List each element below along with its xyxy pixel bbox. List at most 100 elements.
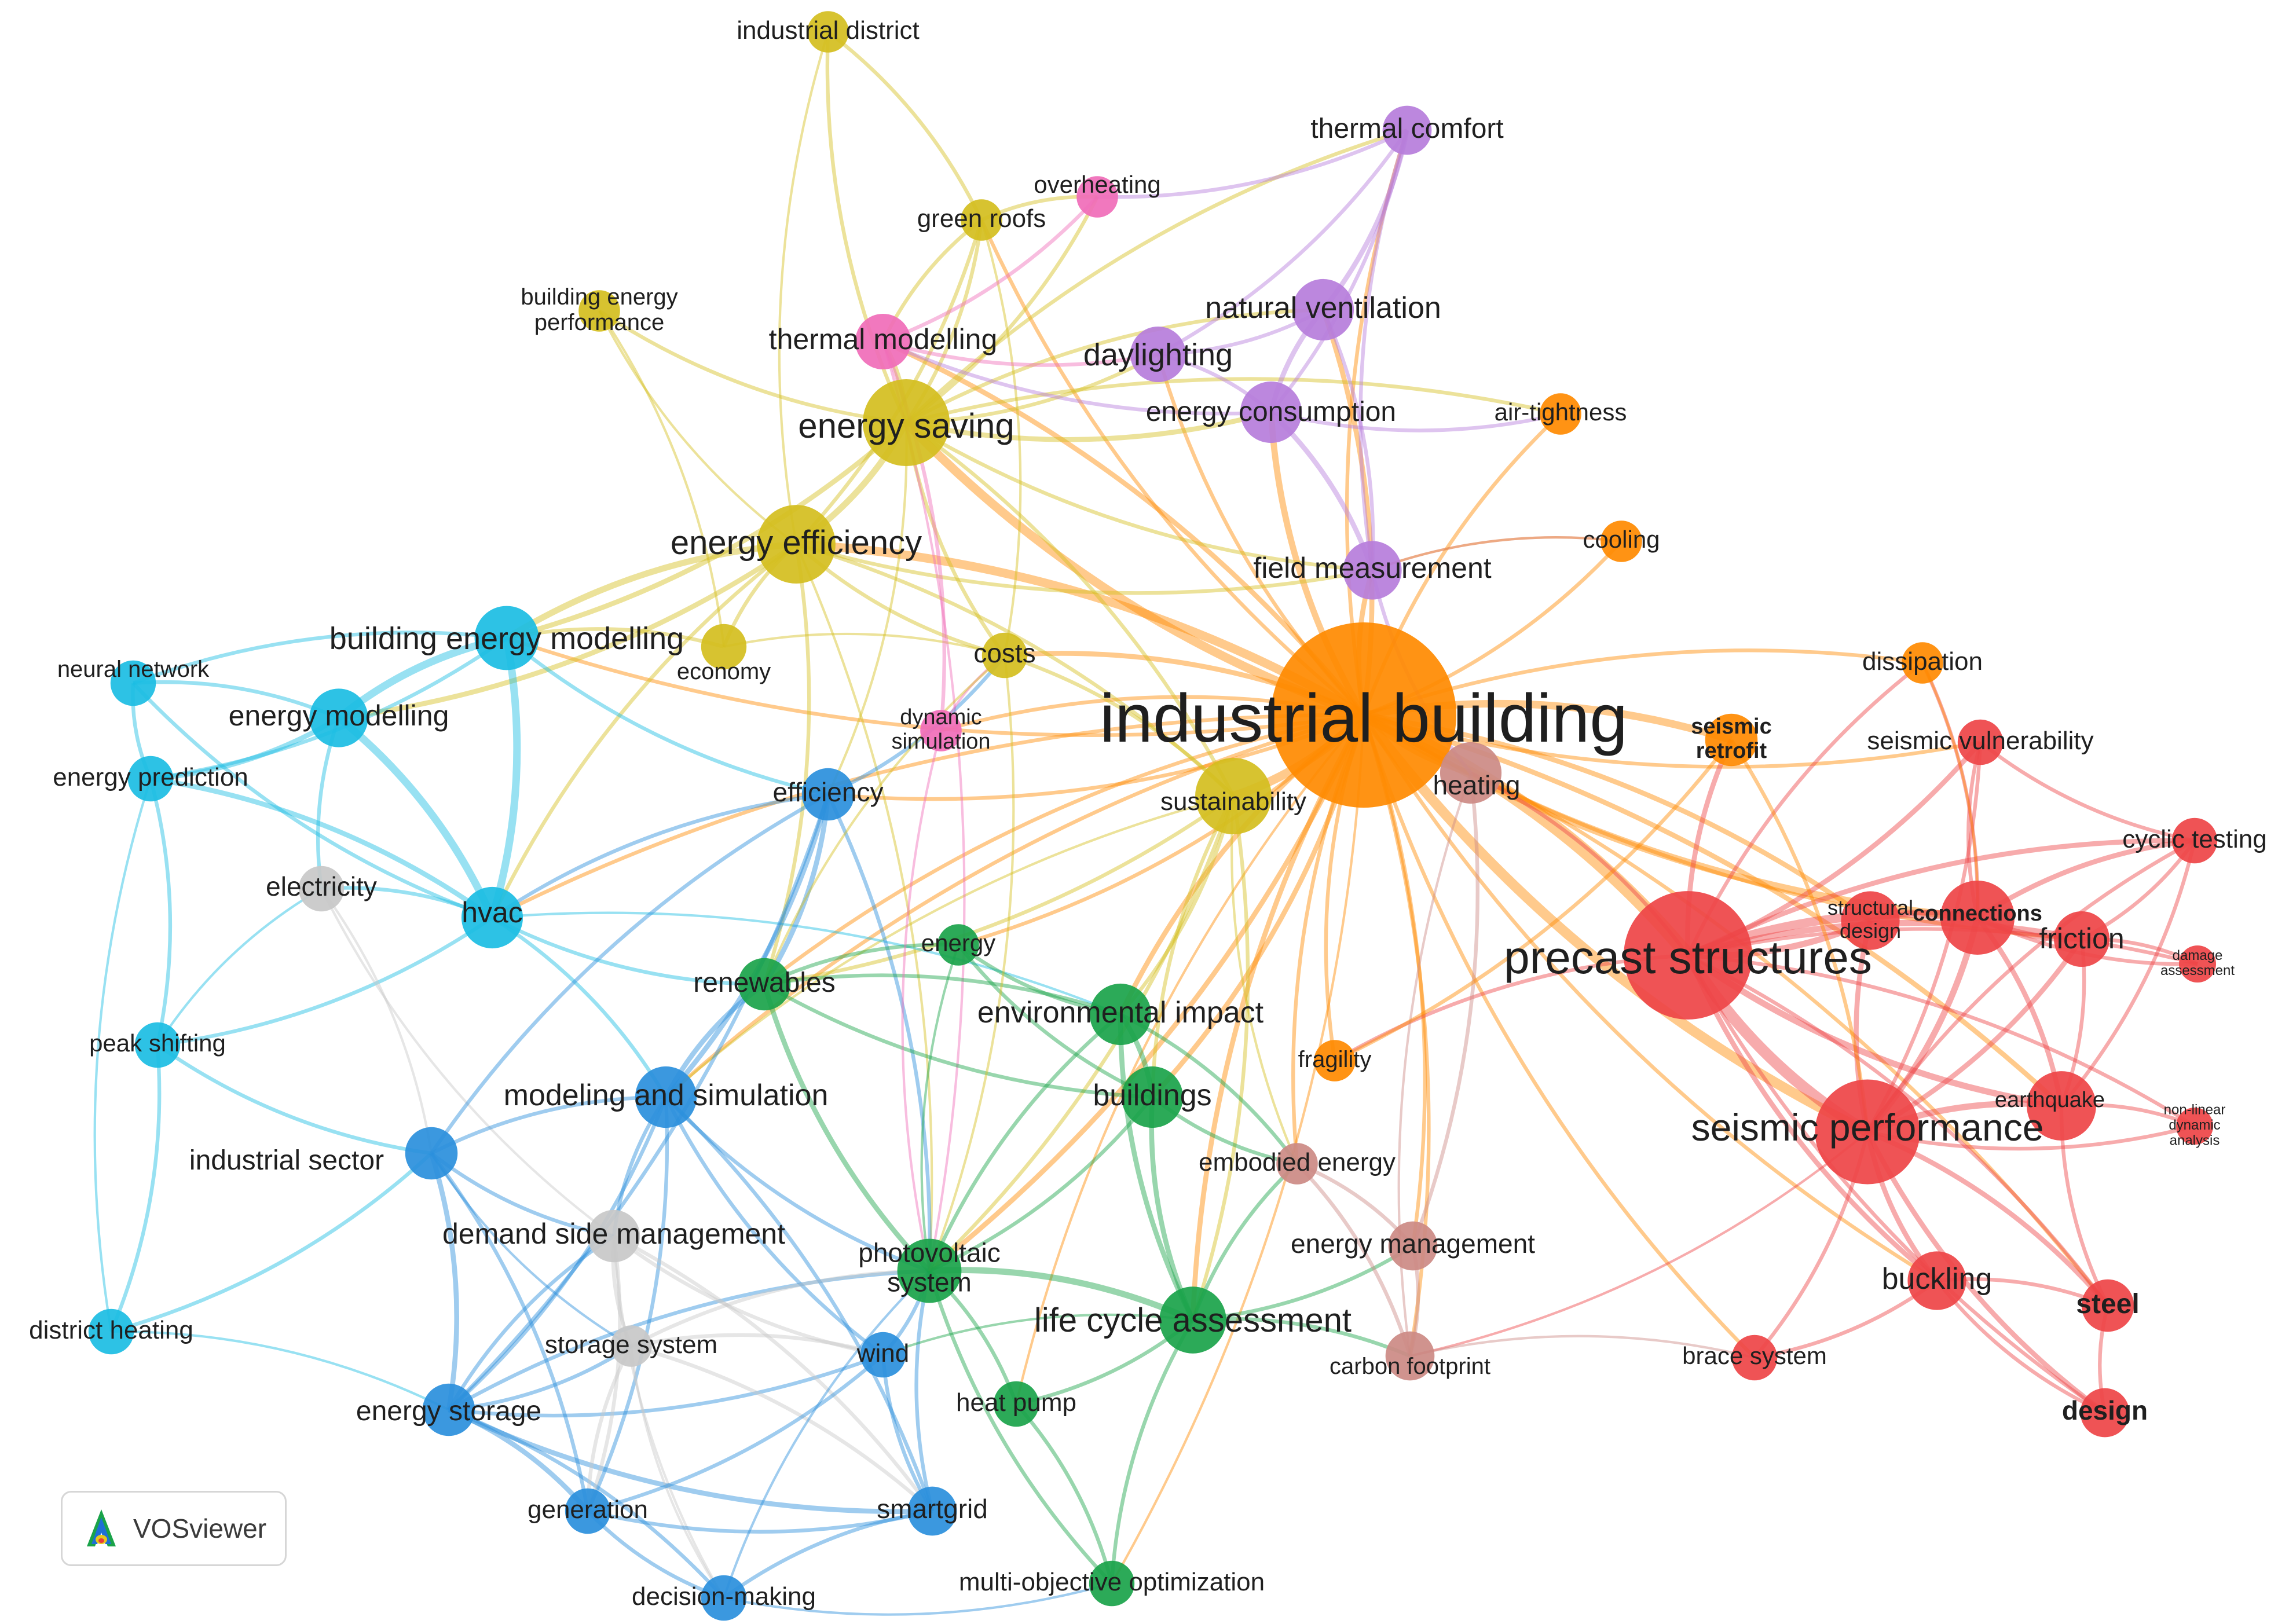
node-decision-making[interactable] (701, 1575, 747, 1621)
link-industrial-building--heat-pump (1015, 714, 1365, 1405)
link-sustainability--buildings (1150, 795, 1235, 1098)
link-industrial-building--photovoltaic-system (928, 714, 1366, 1273)
link-smartgrid--generation (587, 1509, 933, 1534)
node-field-measurement[interactable] (1343, 541, 1402, 600)
node-label-life-cycle-assessment: life cycle assessment (1034, 1302, 1352, 1339)
node-brace-system[interactable] (1731, 1335, 1778, 1381)
link-energy-saving--air-tightness (906, 377, 1561, 425)
node-electricity[interactable] (298, 866, 345, 912)
node-photovoltaic-system[interactable] (897, 1238, 962, 1303)
node-modeling-and-simulation[interactable] (635, 1066, 697, 1128)
node-hvac[interactable] (461, 886, 523, 949)
node-neural-network[interactable] (110, 660, 156, 706)
node-layer (88, 11, 2218, 1621)
node-industrial-sector[interactable] (405, 1127, 458, 1180)
node-earthquake[interactable] (2027, 1071, 2096, 1141)
node-peak-shifting[interactable] (134, 1022, 181, 1068)
node-air-tightness[interactable] (1540, 393, 1581, 435)
node-overheating[interactable] (1076, 176, 1118, 218)
node-design[interactable] (2080, 1388, 2130, 1438)
node-costs[interactable] (981, 632, 1028, 679)
link-energy-saving--building-energy-modelling (506, 420, 908, 641)
node-wind[interactable] (860, 1332, 906, 1378)
node-energy[interactable] (937, 924, 979, 966)
node-building-energy-modelling[interactable] (474, 606, 539, 670)
node-building-energy-performance[interactable] (578, 290, 620, 332)
node-life-cycle-assessment[interactable] (1159, 1286, 1226, 1354)
link-photovoltaic-system--multi-objective-optimization (927, 1270, 1114, 1585)
node-label-energy-saving: energy saving (798, 406, 1015, 445)
node-seismic-performance[interactable] (1815, 1079, 1920, 1185)
node-renewables[interactable] (738, 958, 791, 1011)
link-precast-structures--non-linear-dynamic-analysis (1687, 953, 2196, 1128)
node-efficiency[interactable] (801, 768, 855, 821)
node-embodied-energy[interactable] (1276, 1143, 1318, 1185)
node-carbon-footprint[interactable] (1385, 1331, 1435, 1381)
node-cooling[interactable] (1601, 520, 1642, 562)
node-economy[interactable] (701, 624, 747, 670)
node-seismic-retrofit[interactable] (1705, 713, 1758, 767)
link-industrial-building--life-cycle-assessment (1190, 713, 1366, 1321)
node-energy-saving[interactable] (862, 379, 950, 467)
node-friction[interactable] (2054, 911, 2109, 967)
node-thermal-comfort[interactable] (1382, 105, 1432, 155)
node-industrial-district[interactable] (807, 11, 849, 53)
node-buildings[interactable] (1121, 1066, 1184, 1128)
node-buckling[interactable] (1907, 1251, 1966, 1310)
node-storage-system[interactable] (610, 1325, 652, 1367)
node-label-costs: costs (973, 638, 1035, 668)
node-label-fragility: fragility (1298, 1047, 1372, 1072)
node-energy-consumption[interactable] (1240, 381, 1302, 443)
link-field-measurement--cooling (1372, 536, 1622, 571)
node-connections[interactable] (1940, 881, 2015, 955)
link-energy-saving--building-energy-performance (598, 309, 907, 425)
node-label-industrial-district: industrial district (737, 16, 919, 45)
link-seismic-vulnerability--cyclic-testing (1979, 740, 2195, 843)
node-daylighting[interactable] (1130, 327, 1186, 382)
node-district-heating[interactable] (88, 1308, 134, 1355)
node-damage-assessment[interactable] (2179, 945, 2216, 983)
link-energy-efficiency--field-measurement (796, 542, 1373, 595)
link-modeling-and-simulation--photovoltaic-system (664, 1095, 931, 1273)
node-label-energy-efficiency: energy efficiency (671, 524, 922, 562)
node-seismic-vulnerability[interactable] (1957, 719, 2004, 765)
node-demand-side-management[interactable] (587, 1209, 640, 1263)
node-sustainability[interactable] (1195, 758, 1272, 834)
node-industrial-building[interactable] (1271, 622, 1456, 808)
node-fragility[interactable] (1314, 1040, 1356, 1082)
node-precast-structures[interactable] (1624, 891, 1752, 1020)
node-heating[interactable] (1440, 742, 1502, 804)
node-environmental-impact[interactable] (1089, 983, 1152, 1046)
link-efficiency--industrial-sector (430, 793, 829, 1154)
link-modeling-and-simulation--energy-storage (447, 1096, 668, 1412)
node-heat-pump[interactable] (993, 1381, 1039, 1427)
node-energy-efficiency[interactable] (757, 505, 836, 584)
node-generation[interactable] (565, 1488, 611, 1534)
node-label-seismic-performance: seismic performance (1691, 1106, 2044, 1149)
node-energy-storage[interactable] (422, 1383, 475, 1436)
node-natural-ventilation[interactable] (1292, 278, 1354, 341)
node-smartgrid[interactable] (907, 1486, 957, 1536)
node-dynamic-simulation[interactable] (920, 710, 962, 751)
link-sustainability--modeling-and-simulation (665, 794, 1234, 1098)
link-demand-side-management--decision-making (612, 1236, 725, 1599)
link-thermal-modelling--photovoltaic-system (881, 341, 966, 1271)
link-district-heating--energy-storage (111, 1330, 449, 1411)
node-green-roofs[interactable] (961, 199, 1002, 241)
node-energy-management[interactable] (1388, 1221, 1438, 1271)
node-multi-objective-optimization[interactable] (1089, 1560, 1135, 1607)
node-energy-prediction[interactable] (127, 756, 174, 802)
link-energy-saving--sustainability (905, 421, 1235, 797)
node-thermal-modelling[interactable] (855, 314, 911, 369)
node-dissipation[interactable] (1902, 642, 1943, 684)
node-cyclic-testing[interactable] (2171, 818, 2218, 864)
node-energy-modelling[interactable] (309, 688, 368, 747)
node-steel[interactable] (2081, 1279, 2134, 1332)
node-structural-design[interactable] (1841, 891, 1900, 950)
node-non-linear-dynamic-analysis[interactable] (2176, 1108, 2213, 1145)
link-life-cycle-assessment--photovoltaic-system (929, 1267, 1195, 1323)
